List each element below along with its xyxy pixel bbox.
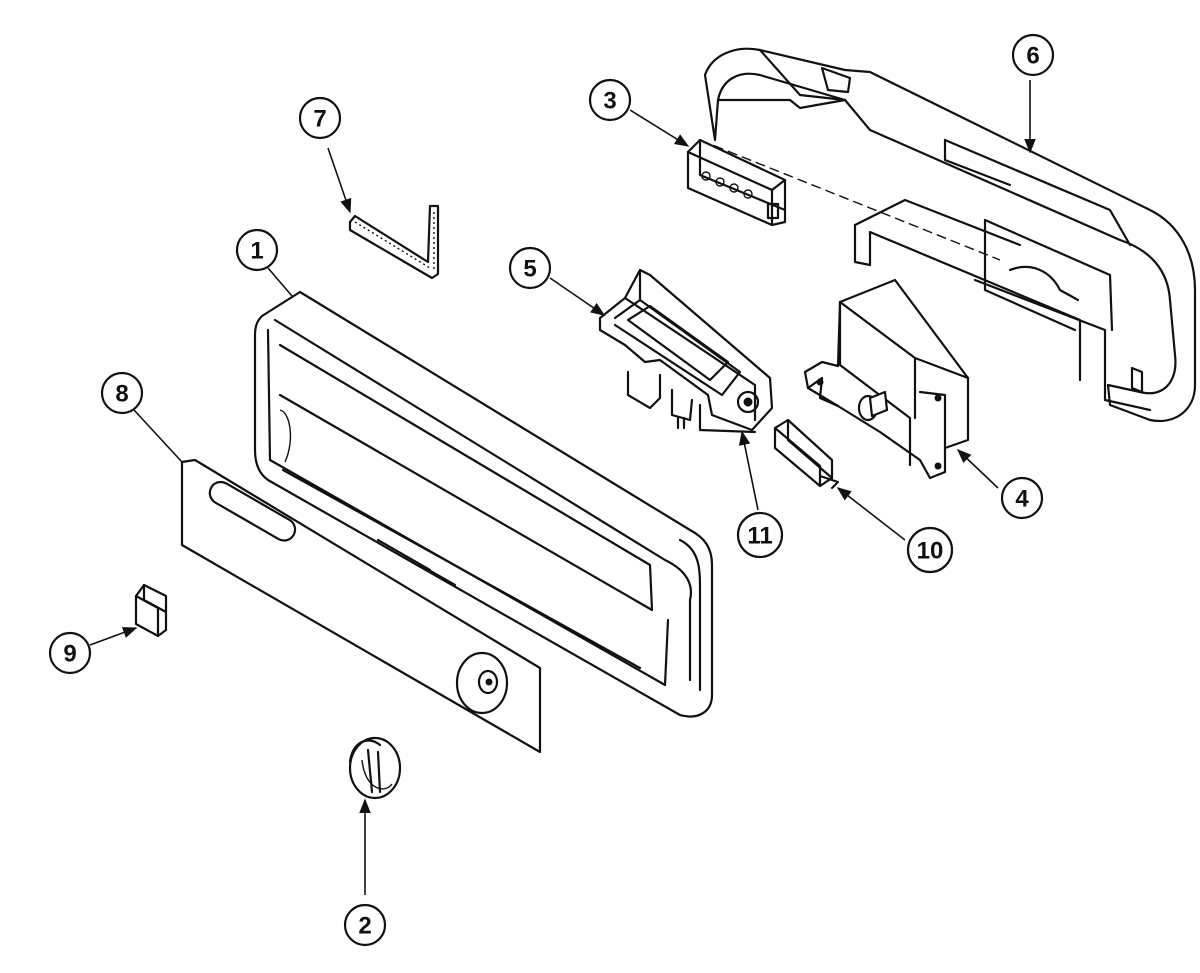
callout-4[interactable]: 4 — [1000, 476, 1044, 520]
leader-lines — [89, 80, 1036, 895]
callout-11-label: 11 — [747, 523, 772, 550]
callout-10-label: 10 — [917, 538, 944, 565]
callout-2-label: 2 — [358, 913, 371, 940]
callout-10[interactable]: 10 — [906, 526, 954, 574]
leader-5 — [549, 277, 606, 316]
callout-2[interactable]: 2 — [343, 903, 387, 947]
push-button-part — [134, 583, 168, 638]
overlay-panel-part — [180, 458, 542, 754]
callout-9[interactable]: 9 — [48, 631, 92, 675]
callout-7-label: 7 — [313, 106, 326, 133]
callout-1[interactable]: 1 — [235, 228, 279, 272]
latch-part — [598, 268, 774, 434]
callout-8-label: 8 — [115, 381, 128, 408]
callout-8[interactable]: 8 — [100, 371, 144, 415]
leader-7 — [327, 147, 352, 214]
indicator-board-part — [686, 138, 787, 227]
callout-9-label: 9 — [63, 641, 76, 668]
callout-11[interactable]: 11 — [736, 511, 784, 559]
callout-5[interactable]: 5 — [508, 246, 552, 290]
console-part — [253, 290, 714, 718]
timer-part — [803, 278, 970, 480]
leader-3 — [629, 109, 690, 147]
callout-3[interactable]: 3 — [588, 78, 632, 122]
leader-1 — [267, 267, 293, 297]
leader-11 — [738, 430, 759, 511]
callout-1-label: 1 — [250, 238, 263, 265]
callout-6[interactable]: 6 — [1011, 33, 1055, 77]
micro-switch-part — [773, 418, 840, 490]
leader-10 — [836, 487, 906, 541]
bracket-part — [348, 204, 440, 280]
callout-5-label: 5 — [523, 256, 536, 283]
knob-part — [348, 736, 402, 800]
rear-cover-part — [699, 47, 1197, 423]
callout-6-label: 6 — [1026, 43, 1039, 70]
leader-4 — [956, 449, 999, 489]
leader-8 — [133, 409, 183, 463]
callout-7[interactable]: 7 — [298, 96, 342, 140]
leader-9 — [89, 627, 138, 646]
callout-3-label: 3 — [603, 88, 616, 115]
callout-4-label: 4 — [1015, 486, 1029, 513]
